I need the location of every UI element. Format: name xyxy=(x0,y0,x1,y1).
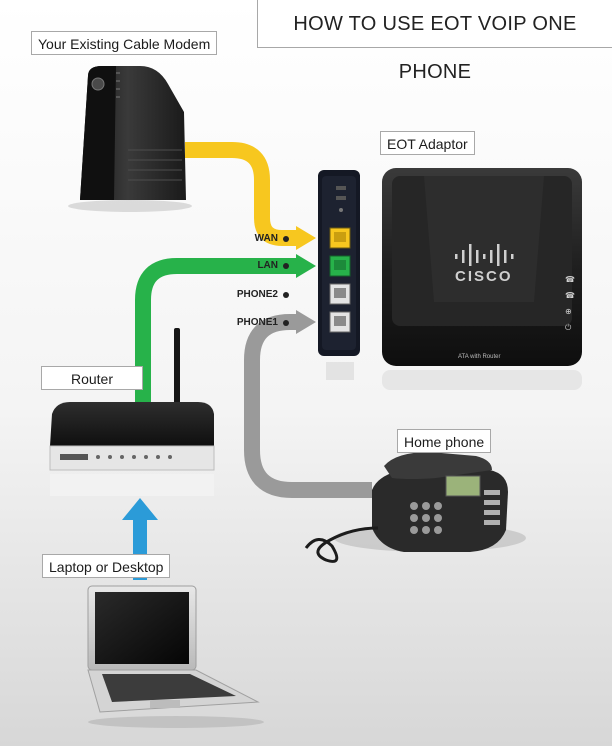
phone1-port-label: PHONE1 xyxy=(236,317,278,328)
eot-adaptor: ☎ ☎ ⊕ ⏻ xyxy=(382,168,582,390)
cisco-logo xyxy=(455,244,514,266)
wan-cable xyxy=(185,142,300,246)
laptop xyxy=(87,585,264,728)
phone-cable-arrowhead xyxy=(296,310,316,334)
lan-port-label: LAN xyxy=(257,260,278,271)
diagram-title: HOW TO USE EOT VOIP ONE PHONE xyxy=(257,0,612,83)
laptop-keyboard xyxy=(102,674,236,702)
phone1-port-dot xyxy=(283,320,289,326)
wan-port-label: WAN xyxy=(254,233,278,244)
phone-label: Home phone xyxy=(397,429,492,453)
computer-label: Laptop or Desktop xyxy=(42,554,171,578)
adaptor-label: EOT Adaptor xyxy=(380,131,475,155)
adaptor-brand: CISCO xyxy=(455,268,513,285)
home-phone xyxy=(304,452,526,563)
router xyxy=(49,328,215,496)
lan-cable xyxy=(135,258,300,405)
lan-port-dot xyxy=(283,263,289,269)
wan-cable-arrowhead xyxy=(296,226,316,250)
phone-status-icon: ☎ xyxy=(565,275,575,284)
phone2-status-icon: ☎ xyxy=(565,291,575,300)
adaptor-model: ATA with Router xyxy=(458,354,501,360)
phone2-port-label: PHONE2 xyxy=(236,289,278,300)
network-status-icon: ⊕ xyxy=(565,307,572,316)
power-status-icon: ⏻ xyxy=(565,323,572,332)
phone-cable xyxy=(244,314,372,498)
phone-cord xyxy=(304,526,379,563)
adaptor-side-panel xyxy=(318,170,360,380)
router-antenna xyxy=(174,328,180,406)
router-label: Router xyxy=(41,366,143,390)
computer-link-arrowhead xyxy=(122,498,158,520)
phone2-port-dot xyxy=(283,292,289,298)
laptop-screen xyxy=(95,592,189,664)
modem-label: Your Existing Cable Modem xyxy=(31,31,218,55)
cable-modem xyxy=(68,66,192,212)
lan-cable-arrowhead xyxy=(296,254,316,278)
wan-port-dot xyxy=(283,236,289,242)
